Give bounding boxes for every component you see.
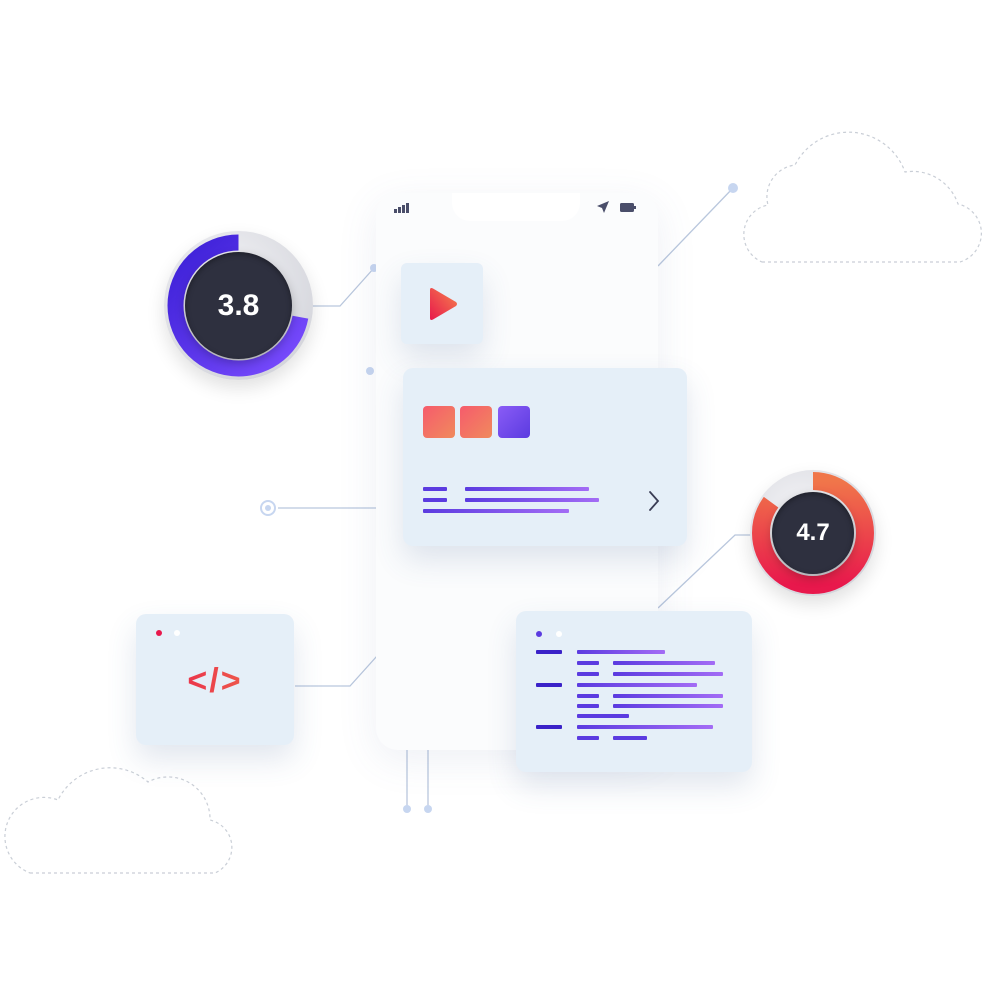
code-symbol: </> xyxy=(136,662,294,701)
code-line xyxy=(577,725,713,729)
window-dot-white xyxy=(556,631,562,637)
text-line xyxy=(423,487,447,491)
window-dot-purple xyxy=(536,631,542,637)
rating-value-left: 3.8 xyxy=(185,252,292,359)
code-line xyxy=(577,736,599,740)
window-dot-red xyxy=(156,630,162,636)
rating-progress-ring-left xyxy=(167,234,310,377)
rating-badge-left: 3.8 xyxy=(164,231,313,380)
code-line xyxy=(577,704,599,708)
navigation-arrow-icon xyxy=(597,201,609,213)
content-card[interactable] xyxy=(403,368,687,546)
cloud-outline-top-right xyxy=(743,131,982,263)
code-line xyxy=(577,672,599,676)
code-line xyxy=(613,736,647,740)
signal-bars-icon xyxy=(394,203,409,213)
rating-progress-ring-right xyxy=(752,472,874,594)
rating-value-right: 4.7 xyxy=(772,492,854,574)
code-line xyxy=(577,683,697,687)
text-line xyxy=(465,487,589,491)
code-line xyxy=(613,704,723,708)
rating-badge-right: 4.7 xyxy=(750,470,876,596)
play-icon[interactable] xyxy=(427,287,459,321)
cloud-outline-bottom-left xyxy=(4,767,233,874)
color-tile-1 xyxy=(423,406,455,438)
text-line xyxy=(465,498,599,502)
code-line xyxy=(613,661,715,665)
chevron-right-icon[interactable] xyxy=(647,490,661,512)
code-line xyxy=(536,650,562,654)
code-line xyxy=(536,725,562,729)
code-line xyxy=(577,714,629,718)
video-card[interactable] xyxy=(401,263,483,344)
text-line xyxy=(423,498,447,502)
window-dot-white xyxy=(174,630,180,636)
code-line xyxy=(613,672,723,676)
code-line xyxy=(577,650,665,654)
code-line xyxy=(577,661,599,665)
color-tile-3 xyxy=(498,406,530,438)
code-line xyxy=(613,694,723,698)
code-window-card[interactable]: </> xyxy=(136,614,294,745)
phone-notch xyxy=(452,193,580,221)
code-line xyxy=(577,694,599,698)
code-listing-card[interactable] xyxy=(516,611,752,772)
text-line xyxy=(423,509,569,513)
code-line xyxy=(536,683,562,687)
color-tile-2 xyxy=(460,406,492,438)
battery-icon xyxy=(620,203,636,212)
